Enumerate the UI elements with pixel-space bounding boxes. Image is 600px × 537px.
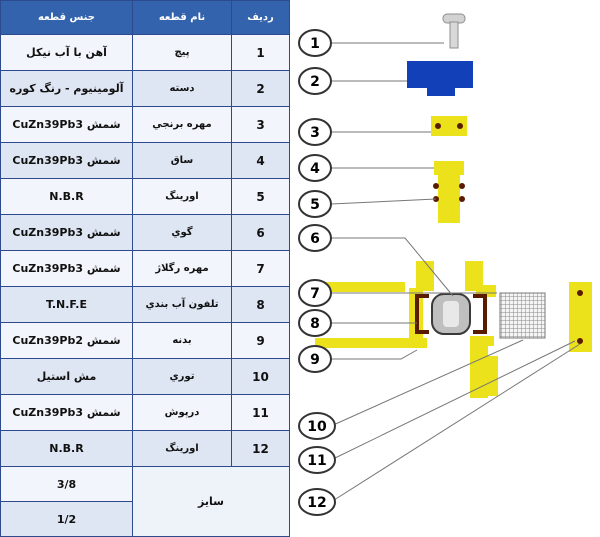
- callout-11: 11: [298, 446, 336, 474]
- callout-label: 10: [307, 419, 327, 435]
- callout-label: 9: [310, 352, 320, 368]
- mesh-part: [499, 292, 546, 339]
- part-name-cell: پیچ: [132, 34, 232, 71]
- size-row: 3/8 سایز: [0, 466, 290, 537]
- row-no-cell: 2: [231, 70, 290, 107]
- material-cell: N.B.R: [0, 178, 133, 215]
- material-cell: شمش CuZn39Pb3: [0, 214, 133, 251]
- ptfe-seal-part: [415, 294, 487, 334]
- leader-lines: [330, 42, 581, 503]
- callout-label: 5: [310, 197, 320, 213]
- part-name-cell: اورینگ: [132, 178, 232, 215]
- size-row: 1/2: [0, 501, 290, 537]
- exploded-valve-diagram: 1 2 3 4 5 6 7 8 9 10 11 12: [298, 13, 592, 516]
- callout-6: 6: [298, 224, 332, 252]
- part-name-cell: اورینگ: [132, 430, 232, 467]
- callout-label: 3: [310, 125, 320, 141]
- cap-part: [569, 282, 592, 352]
- size-label-cell: سایز: [132, 466, 290, 537]
- callout-label: 4: [310, 161, 320, 177]
- header-part-name: نام قطعه: [132, 0, 232, 35]
- material-cell: شمش CuZn39Pb3: [0, 142, 133, 179]
- brass-nut-part: [431, 116, 467, 136]
- callout-3: 3: [298, 118, 332, 146]
- valve-body-part: [315, 261, 498, 398]
- row-no-cell: 11: [231, 394, 290, 431]
- material-cell: شمش CuZn39Pb3: [0, 394, 133, 431]
- row-no-cell: 8: [231, 286, 290, 323]
- callout-12: 12: [298, 488, 336, 516]
- material-cell: T.N.F.E: [0, 286, 133, 323]
- callout-9: 9: [298, 345, 332, 373]
- callout-4: 4: [298, 154, 332, 182]
- callout-label: 2: [310, 74, 320, 90]
- part-name-cell: تلفون آب بندي: [132, 286, 232, 323]
- row-no-cell: 6: [231, 214, 290, 251]
- material-cell: آلومینیوم - رنگ کوره: [0, 70, 133, 107]
- header-row-no: ردیف: [231, 0, 290, 35]
- part-name-cell: دسته: [132, 70, 232, 107]
- stem-part: [433, 161, 465, 223]
- part-name-cell: گوي: [132, 214, 232, 251]
- row-no-cell: 4: [231, 142, 290, 179]
- row-no-cell: 12: [231, 430, 290, 467]
- size-value-cell: 3/8: [0, 466, 133, 502]
- part-name-cell: درپوش: [132, 394, 232, 431]
- callout-label: 7: [310, 286, 320, 302]
- callout-10: 10: [298, 412, 336, 440]
- header-material: جنس قطعه: [0, 0, 133, 35]
- part-name-cell: بدنه: [132, 322, 232, 359]
- part-name-cell: توري: [132, 358, 232, 395]
- row-no-cell: 9: [231, 322, 290, 359]
- material-cell: شمش CuZn39Pb3: [0, 250, 133, 287]
- size-value-cell: 1/2: [0, 501, 133, 537]
- row-no-cell: 7: [231, 250, 290, 287]
- callout-2: 2: [298, 67, 332, 95]
- callout-label: 8: [310, 316, 320, 332]
- callout-5: 5: [298, 190, 332, 218]
- callout-8: 8: [298, 309, 332, 337]
- ball-part: [431, 293, 471, 335]
- part-name-cell: مهره رگلاژ: [132, 250, 232, 287]
- screw-part: [442, 13, 466, 49]
- callouts: 1 2 3 4 5 6 7 8 9 10 11 12: [298, 29, 336, 516]
- handle-part: [407, 61, 473, 96]
- row-no-cell: 1: [231, 34, 290, 71]
- material-cell: آهن با آب نیکل: [0, 34, 133, 71]
- callout-label: 11: [307, 453, 326, 469]
- callout-1: 1: [298, 29, 332, 57]
- material-cell: مش استیل: [0, 358, 133, 395]
- material-cell: شمش CuZn39Pb3: [0, 106, 133, 143]
- row-no-cell: 10: [231, 358, 290, 395]
- part-name-cell: ساق: [132, 142, 232, 179]
- row-no-cell: 5: [231, 178, 290, 215]
- callout-label: 1: [310, 36, 320, 52]
- part-name-cell: مهره برنجي: [132, 106, 232, 143]
- callout-label: 12: [307, 495, 326, 511]
- callout-7: 7: [298, 279, 332, 307]
- row-no-cell: 3: [231, 106, 290, 143]
- material-cell: شمش CuZn39Pb2: [0, 322, 133, 359]
- callout-label: 6: [310, 231, 320, 247]
- material-cell: N.B.R: [0, 430, 133, 467]
